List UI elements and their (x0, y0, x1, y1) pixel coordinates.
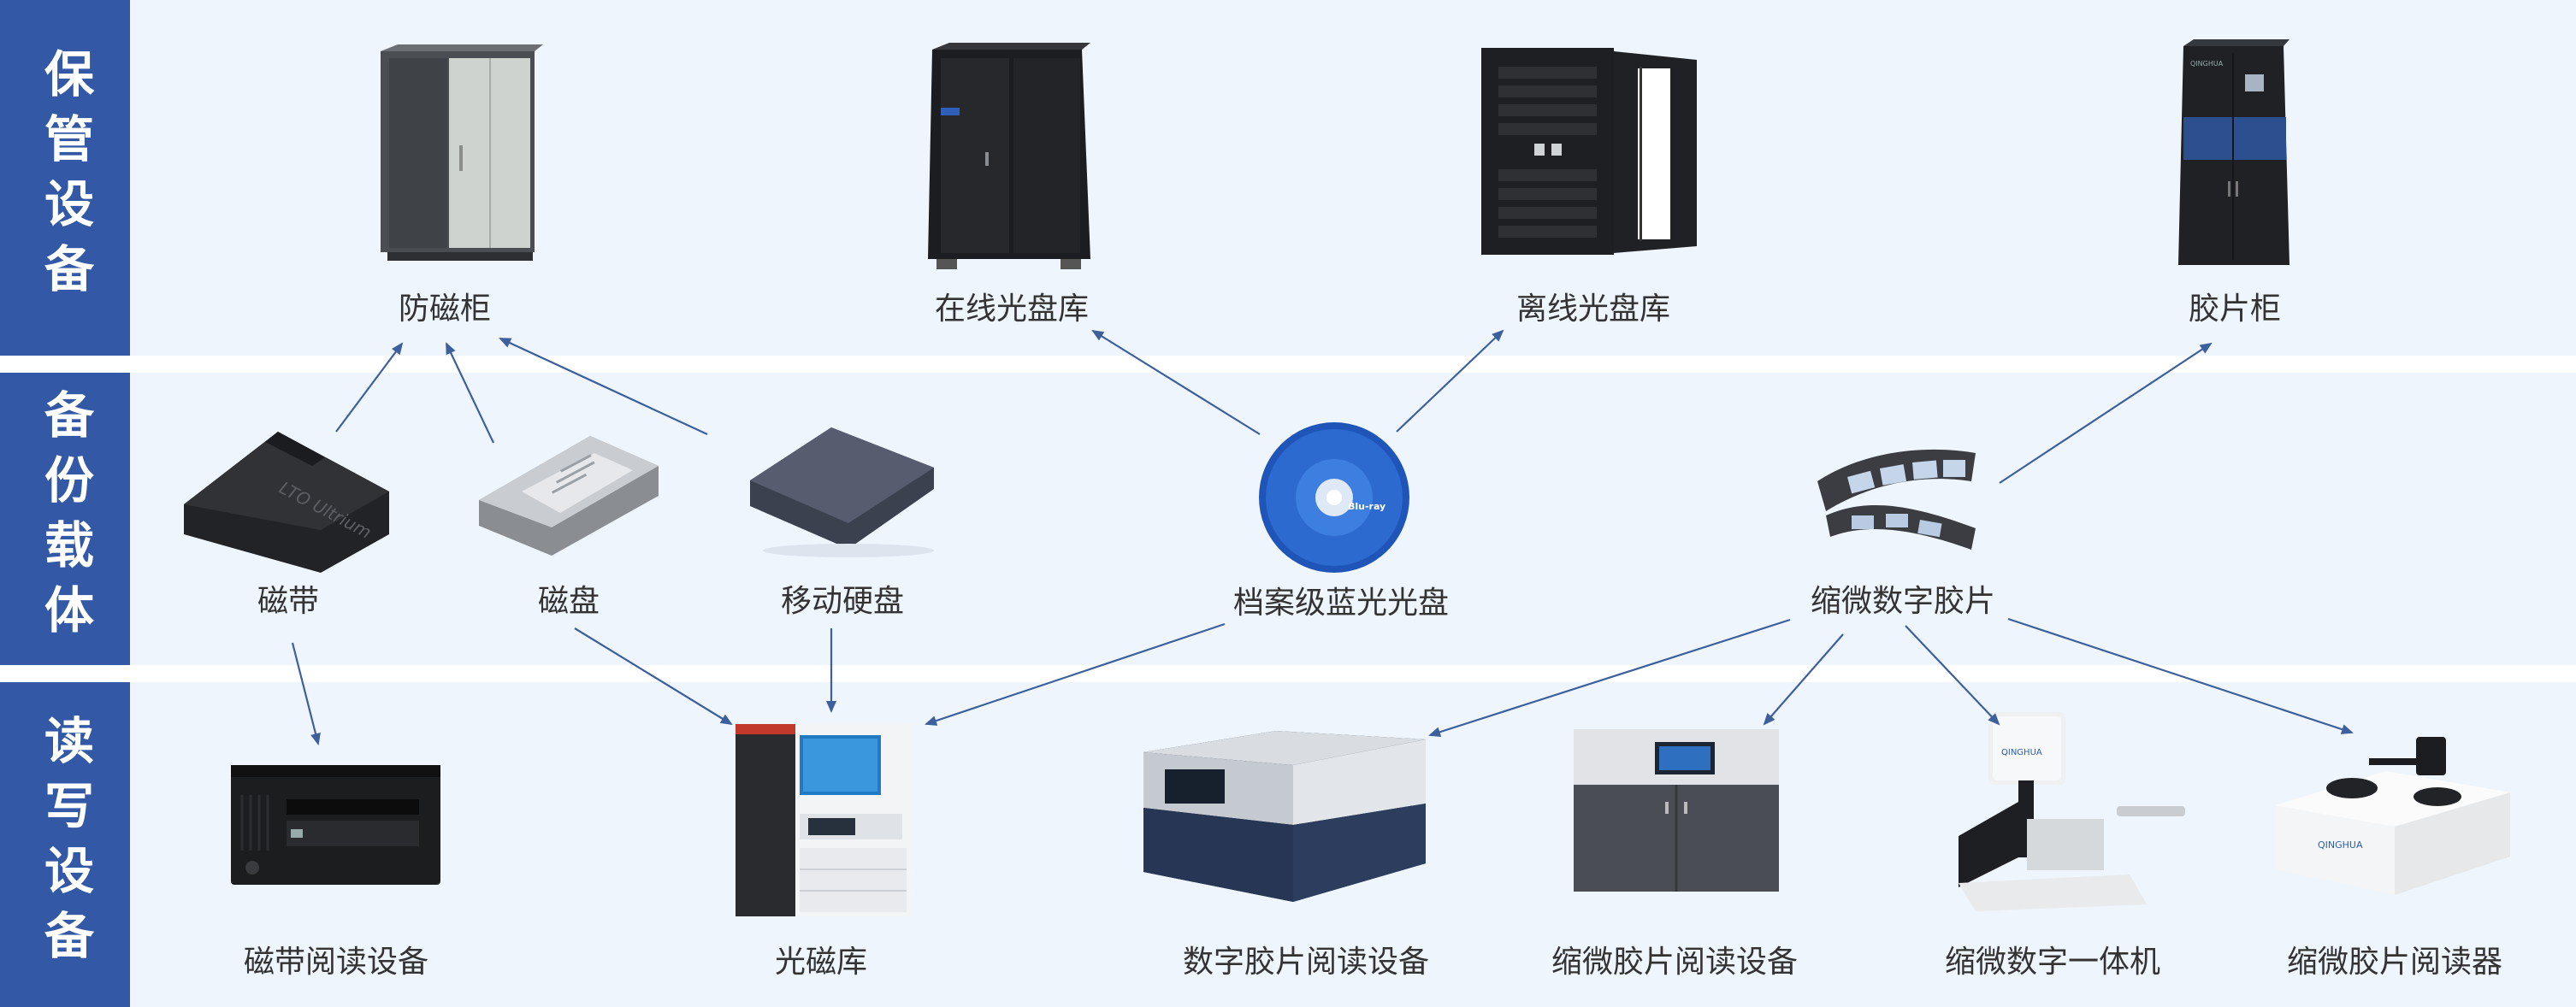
label-film-cabinet: 胶片柜 (2188, 292, 2282, 327)
microfilm-reader-image: QINGHUA (2266, 728, 2514, 903)
label-tape: 磁带 (257, 584, 320, 619)
microfilm-image (1813, 434, 1984, 557)
microfilm-all-in-one-image: QINGHUA (1941, 708, 2198, 916)
label-blu-ray-disc: 档案级蓝光光盘 (1232, 586, 1450, 621)
digital-film-reader-image (1139, 722, 1430, 910)
label-microfilm-all-in-one: 缩微数字一体机 (1944, 945, 2161, 980)
blu-ray-disc-image: Blu-ray (1257, 421, 1411, 578)
row-label-text: 备份载体 (36, 389, 94, 649)
online-optical-library-image (919, 41, 1099, 280)
svg-text:QINGHUA: QINGHUA (2190, 60, 2224, 68)
label-microfilm: 缩微数字胶片 (1810, 584, 1996, 619)
row-label-text: 读写设备 (36, 715, 94, 975)
portable-drive-image (746, 421, 938, 565)
label-offline-optical-library: 离线光盘库 (1515, 292, 1671, 327)
label-microfilm-reading-equipment: 缩微胶片阅读设备 (1551, 945, 1799, 980)
offline-optical-library-image (1473, 41, 1704, 267)
label-microfilm-reader: 缩微胶片阅读器 (2286, 945, 2503, 980)
row-label-reader: 读写设备 (0, 682, 130, 1007)
optical-magnetic-library-image (731, 720, 919, 928)
label-optical-magnetic-library: 光磁库 (774, 945, 868, 980)
tape-drive-image (227, 761, 445, 892)
label-portable-drive: 移动硬盘 (780, 584, 905, 619)
label-online-optical-library: 在线光盘库 (934, 292, 1090, 327)
svg-text:QINGHUA: QINGHUA (2318, 839, 2363, 851)
lto-tape-image: LTO Ultrium (175, 423, 398, 580)
storage-band (130, 0, 2576, 356)
row-label-storage: 保管设备 (0, 0, 130, 356)
row-label-text: 保管设备 (36, 48, 94, 308)
svg-text:Blu-ray: Blu-ray (1348, 501, 1385, 512)
label-digital-film-reader: 数字胶片阅读设备 (1182, 945, 1430, 980)
hard-disk-image (475, 432, 663, 563)
row-label-backup: 备份载体 (0, 373, 130, 665)
label-tape-drive: 磁带阅读设备 (243, 945, 429, 980)
anti-magnetic-cabinet-image (363, 43, 552, 273)
film-cabinet-image: QINGHUA (2177, 36, 2296, 283)
microfilm-reading-equipment-image (1569, 725, 1783, 899)
label-disk: 磁盘 (537, 584, 600, 619)
label-anti-magnetic-cabinet: 防磁柜 (398, 292, 492, 327)
svg-text:QINGHUA: QINGHUA (2001, 748, 2042, 757)
